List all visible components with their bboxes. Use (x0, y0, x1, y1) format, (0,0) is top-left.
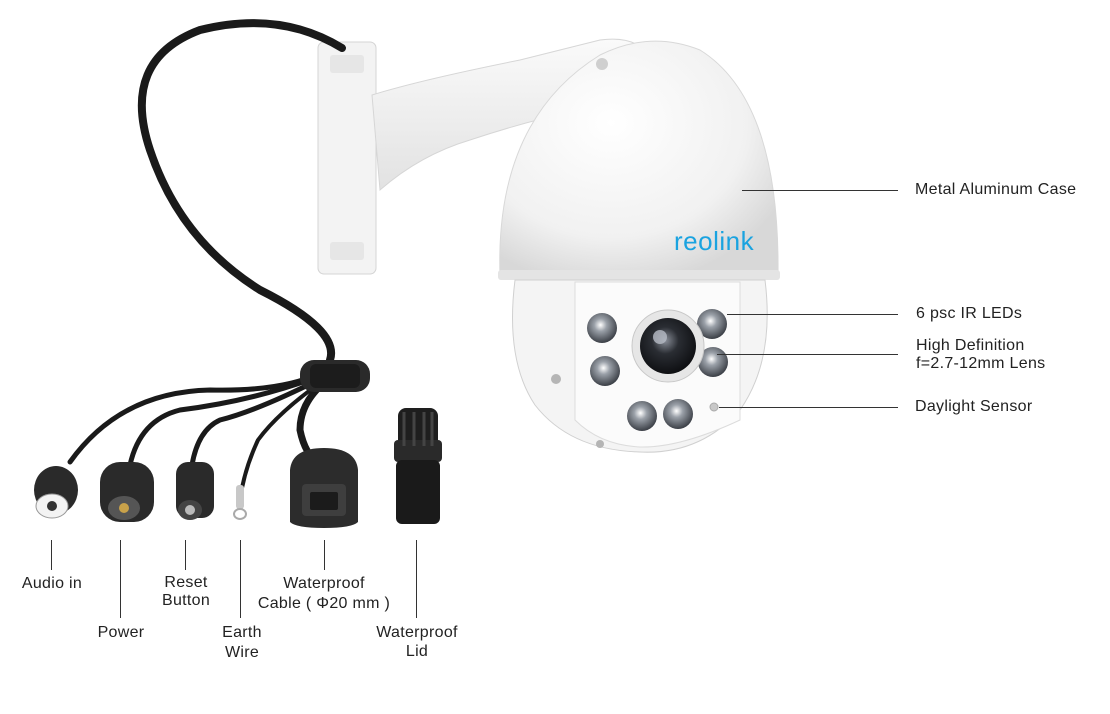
earth-wire-lug (233, 485, 247, 520)
cable-splitter (300, 360, 370, 392)
power-connector (100, 462, 154, 522)
label-cable-line2: Cable ( Φ20 mm ) (257, 595, 391, 612)
leader-line-lens (717, 354, 898, 355)
camera-lens (631, 309, 705, 383)
brand-logo: reolink (674, 226, 755, 256)
leader-line-cable (324, 540, 325, 570)
label-daylight-sensor: Daylight Sensor (915, 398, 1033, 415)
leader-line-lid (416, 540, 417, 618)
waterproof-cable-connector (290, 448, 358, 528)
cable-harness (67, 19, 346, 502)
leader-line-ir-leds (727, 314, 898, 315)
label-earth-line2: Wire (224, 644, 260, 661)
leader-line-earth (240, 540, 241, 618)
label-power: Power (97, 624, 145, 641)
label-lid-line1: Waterproof (376, 624, 458, 641)
leader-line-audio (51, 540, 52, 570)
reset-button-connector (176, 462, 214, 520)
label-reset-line2: Button (161, 592, 211, 609)
label-audio-in: Audio in (21, 575, 83, 592)
leader-line-case (742, 190, 898, 191)
label-reset-line1: Reset (164, 574, 208, 591)
audio-in-connector (34, 466, 78, 519)
label-metal-case: Metal Aluminum Case (915, 181, 1077, 198)
dome-housing (498, 40, 780, 280)
label-earth-line1: Earth (222, 624, 262, 641)
leader-line-reset (185, 540, 186, 570)
label-lens-line2: f=2.7-12mm Lens (916, 355, 1046, 372)
leader-line-daylight (719, 407, 898, 408)
label-ir-leds: 6 psc IR LEDs (916, 305, 1023, 322)
label-lens-line1: High Definition (916, 337, 1025, 354)
label-lid-line2: Lid (405, 643, 429, 660)
label-cable-line1: Waterproof (283, 575, 365, 592)
waterproof-lid (394, 408, 442, 524)
daylight-sensor (709, 402, 719, 412)
leader-line-power (120, 540, 121, 618)
